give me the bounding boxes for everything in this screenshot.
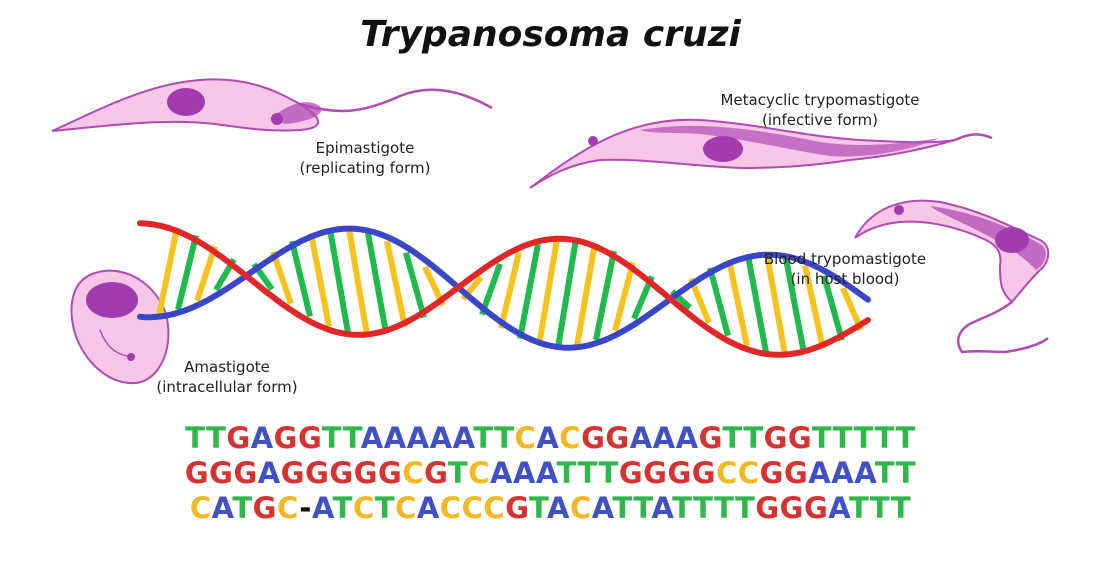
kinetoplast-icon	[588, 136, 598, 146]
base-pair-rung	[365, 232, 389, 334]
metacyclic-cell	[529, 118, 993, 189]
base-pair-rung	[707, 267, 731, 337]
base-pair-rung	[555, 238, 579, 349]
dna-double-helix	[137, 220, 871, 358]
kinetoplast-icon	[271, 113, 283, 125]
label-blood: Blood trypomastigote (in host blood)	[730, 249, 960, 289]
base-pair-rung	[517, 243, 541, 340]
base-pair-rung	[783, 257, 807, 354]
stage-name: Amastigote	[184, 358, 270, 376]
sequence-line-1: TTGAGGTTAAAAATTCACGGAAAGTTGGTTTTT	[185, 421, 916, 455]
base-pair-rung	[327, 228, 351, 334]
base-pair-rung	[270, 250, 294, 305]
stage-name: Blood trypomastigote	[763, 250, 927, 268]
base-pair-rung	[574, 242, 598, 347]
base-pair-rung	[308, 232, 332, 327]
label-epimastigote: Epimastigote (replicating form)	[255, 138, 475, 178]
base-pair-rung	[536, 238, 560, 346]
sequence-line-3: CATGC-ATCTCACCCGTACATTATTTTGGGATTT	[189, 491, 912, 525]
stage-name: Metacyclic trypomastigote	[720, 91, 920, 109]
base-pair-rung	[745, 254, 769, 353]
dna-strand-blue	[137, 225, 871, 351]
base-pair-rung	[289, 240, 313, 318]
base-pair-rung	[764, 254, 788, 356]
base-pair-rung	[726, 259, 750, 347]
nucleus-icon	[86, 282, 138, 318]
stage-note: (intracellular form)	[156, 378, 298, 396]
label-metacyclic: Metacyclic trypomastigote (infective for…	[690, 90, 950, 130]
nucleus-icon	[703, 136, 743, 162]
base-pair-rung	[384, 240, 408, 328]
kinetoplast-icon	[127, 353, 135, 361]
stage-note: (infective form)	[761, 111, 879, 129]
nucleus-icon	[995, 227, 1029, 253]
base-pair-rung	[612, 261, 636, 332]
epimastigote-cell	[51, 78, 493, 132]
base-pair-rung	[802, 264, 826, 349]
base-pair-rung	[593, 250, 617, 341]
base-pair-rung	[175, 234, 199, 311]
nucleus-icon	[167, 88, 205, 116]
page-title: Trypanosoma cruzi	[360, 14, 741, 55]
dna-strand-red	[137, 220, 871, 358]
label-amastigote: Amastigote (intracellular form)	[122, 357, 332, 397]
base-pair-rung	[821, 274, 845, 342]
amastigote-cell	[70, 269, 170, 385]
stage-name: Epimastigote	[315, 139, 415, 157]
kinetoplast-icon	[894, 205, 904, 215]
stage-note: (in host blood)	[790, 270, 900, 288]
base-pair-rung	[194, 245, 218, 302]
stage-note: (replicating form)	[299, 159, 431, 177]
base-pair-rung	[498, 251, 522, 329]
base-pair-rung	[156, 227, 180, 316]
sequence-line-2: GGGAGGGGGCGTCAAATTTGGGGCCGGAAATT	[184, 456, 917, 490]
base-pair-rung	[346, 228, 370, 336]
base-pair-rung	[403, 251, 427, 319]
blood-cell	[854, 199, 1050, 354]
